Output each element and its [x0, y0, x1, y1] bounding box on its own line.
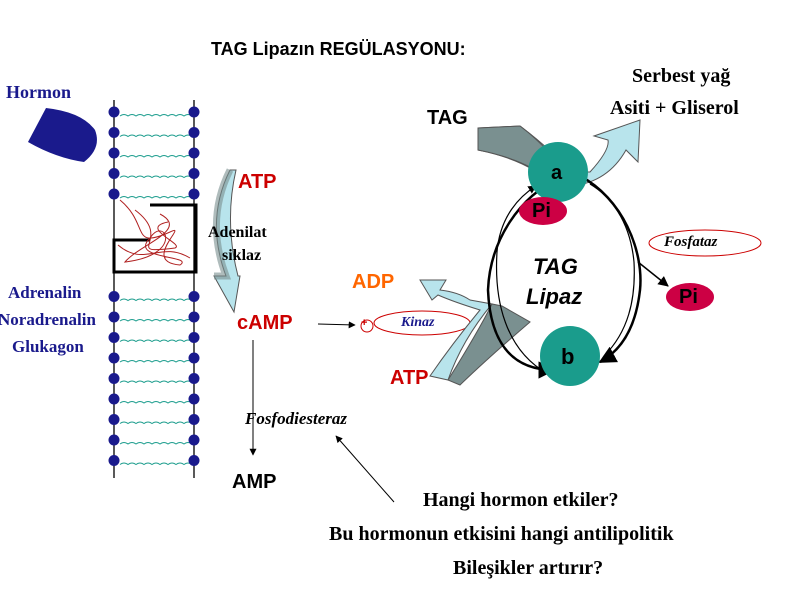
lipid-tail: [119, 298, 193, 302]
camp-label: cAMP: [237, 312, 293, 334]
pi-label-bound: Pi: [532, 200, 551, 222]
lipid-tail: [119, 360, 193, 363]
enzyme-circle-b: [540, 326, 600, 386]
hormone-adrenalin: Adrenalin: [8, 283, 82, 302]
lipid-tail: [119, 401, 193, 404]
question-pointer-arrow: [335, 435, 395, 503]
atp-label-bottom: ATP: [390, 367, 429, 389]
tag-lipaz-label-2: Lipaz: [526, 284, 583, 309]
page-title: TAG Lipazın REGÜLASYONU:: [211, 39, 466, 59]
lipid-head: [188, 434, 200, 446]
fosfataz-label: Fosfataz: [664, 234, 718, 250]
lipid-head: [108, 106, 120, 118]
lipid-head: [188, 352, 200, 364]
lipid-tail: [119, 114, 193, 117]
circle-b-label: b: [561, 344, 575, 369]
lipid-head: [188, 311, 200, 323]
enzyme-circle-a: [528, 142, 588, 202]
lipid-head: [188, 455, 200, 466]
lipid-head: [188, 106, 200, 118]
adenilat-label: Adenilat: [208, 224, 267, 241]
lipid-head: [108, 414, 120, 425]
atp-to-adp-arrow: [419, 279, 493, 381]
lipid-tail: [119, 319, 193, 322]
lipid-tail: [119, 134, 193, 138]
lipid-head: [108, 291, 120, 302]
question-3: Bileşikler artırır?: [453, 557, 604, 579]
tag-lipaz-label-1: TAG: [533, 254, 578, 279]
lipid-head: [108, 352, 120, 364]
lipid-head: [108, 168, 120, 179]
question-2: Bu hormonun etkisini hangi antilipolitik: [329, 523, 674, 545]
lipid-tail: [119, 380, 193, 384]
adp-label: ADP: [352, 271, 395, 293]
receptor-protein: [112, 199, 198, 274]
lipid-tail: [119, 421, 193, 425]
lipid-head: [188, 291, 200, 302]
lipid-head: [188, 373, 200, 384]
camp-to-kinase-arrow: [317, 321, 356, 329]
products-line-2: Asiti + Gliserol: [610, 97, 739, 119]
tag-label: TAG: [427, 107, 468, 129]
lipid-tail: [119, 155, 193, 158]
hormone-glukagon: Glukagon: [12, 337, 84, 356]
hormon-label: Hormon: [6, 82, 71, 102]
pi-release-arrow: [637, 261, 669, 287]
kinaz-label: Kinaz: [401, 315, 435, 330]
question-1: Hangi hormon etkiler?: [423, 489, 619, 511]
fosfodiesteraz-label: Fosfodiesteraz: [245, 409, 347, 428]
lipid-head: [108, 455, 120, 466]
plus-circle: [360, 319, 374, 333]
lipid-head: [108, 147, 120, 159]
lipid-head: [188, 393, 200, 405]
lipid-head: [188, 127, 200, 138]
lipid-tail: [119, 196, 193, 199]
atp-label-top: ATP: [238, 171, 277, 193]
lipid-head: [108, 127, 120, 138]
lipid-head: [108, 188, 120, 200]
fosfataz-ellipse: [648, 229, 762, 257]
lipid-head: [188, 168, 200, 179]
lipid-head: [108, 434, 120, 446]
lipid-head: [108, 393, 120, 405]
lipid-head: [188, 188, 200, 200]
lipid-tail: [119, 442, 193, 445]
lipid-head: [108, 311, 120, 323]
products-line-1: Serbest yağ: [632, 65, 731, 87]
cell-membrane: [108, 100, 200, 478]
hormone-shape: [28, 108, 97, 162]
pi-ellipse-free: [666, 283, 714, 311]
lipid-head: [188, 147, 200, 159]
amp-label: AMP: [232, 471, 277, 493]
lipid-head: [108, 332, 120, 343]
plus-sign: +: [361, 317, 368, 329]
hormone-noradrenalin: Noradrenalin: [0, 310, 96, 329]
lipid-head: [188, 332, 200, 343]
pi-ellipse-bound: [519, 197, 567, 225]
lipid-tail: [119, 175, 193, 179]
lipid-tail: [119, 339, 193, 343]
siklaz-label: siklaz: [222, 247, 262, 264]
circle-a-label: a: [551, 162, 563, 184]
pi-label-free: Pi: [679, 286, 698, 308]
lipid-head: [188, 414, 200, 425]
lipid-tail: [119, 462, 193, 466]
lipid-head: [108, 373, 120, 384]
